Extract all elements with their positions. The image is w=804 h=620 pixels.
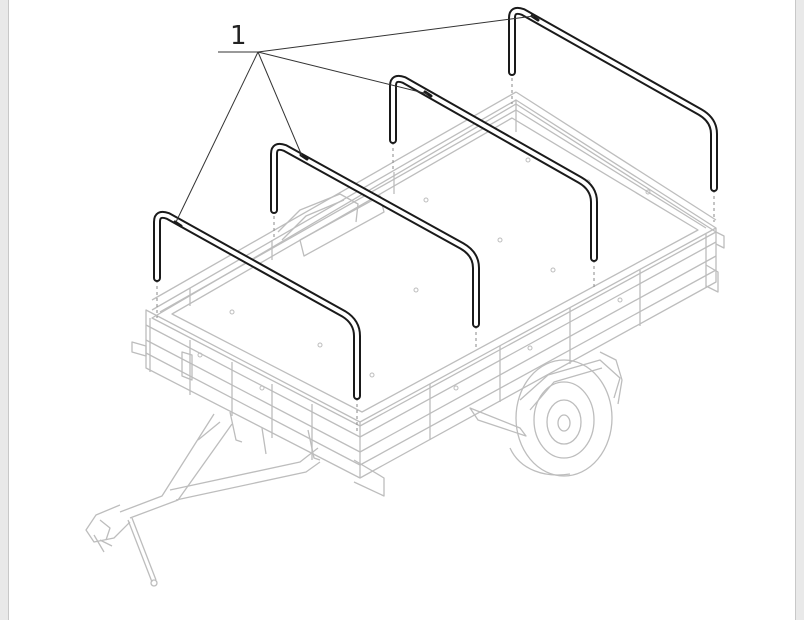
bow-1 (153, 210, 361, 400)
cover-bows (153, 6, 718, 400)
callout-label: 1 (230, 21, 247, 51)
bow-4 (508, 6, 718, 192)
callout-1: 1 (175, 15, 535, 223)
callout-leader-lines (175, 15, 535, 223)
wheel-assembly (469, 351, 623, 477)
trailer-body (85, 72, 725, 587)
side-board-right (359, 227, 725, 479)
side-board-left (131, 309, 385, 497)
bow-socket-guides (156, 72, 715, 432)
deck-floor (151, 103, 717, 427)
bow-2 (270, 142, 480, 328)
bow-3 (389, 74, 598, 262)
side-board-far (151, 91, 717, 313)
drawbar (85, 413, 321, 587)
